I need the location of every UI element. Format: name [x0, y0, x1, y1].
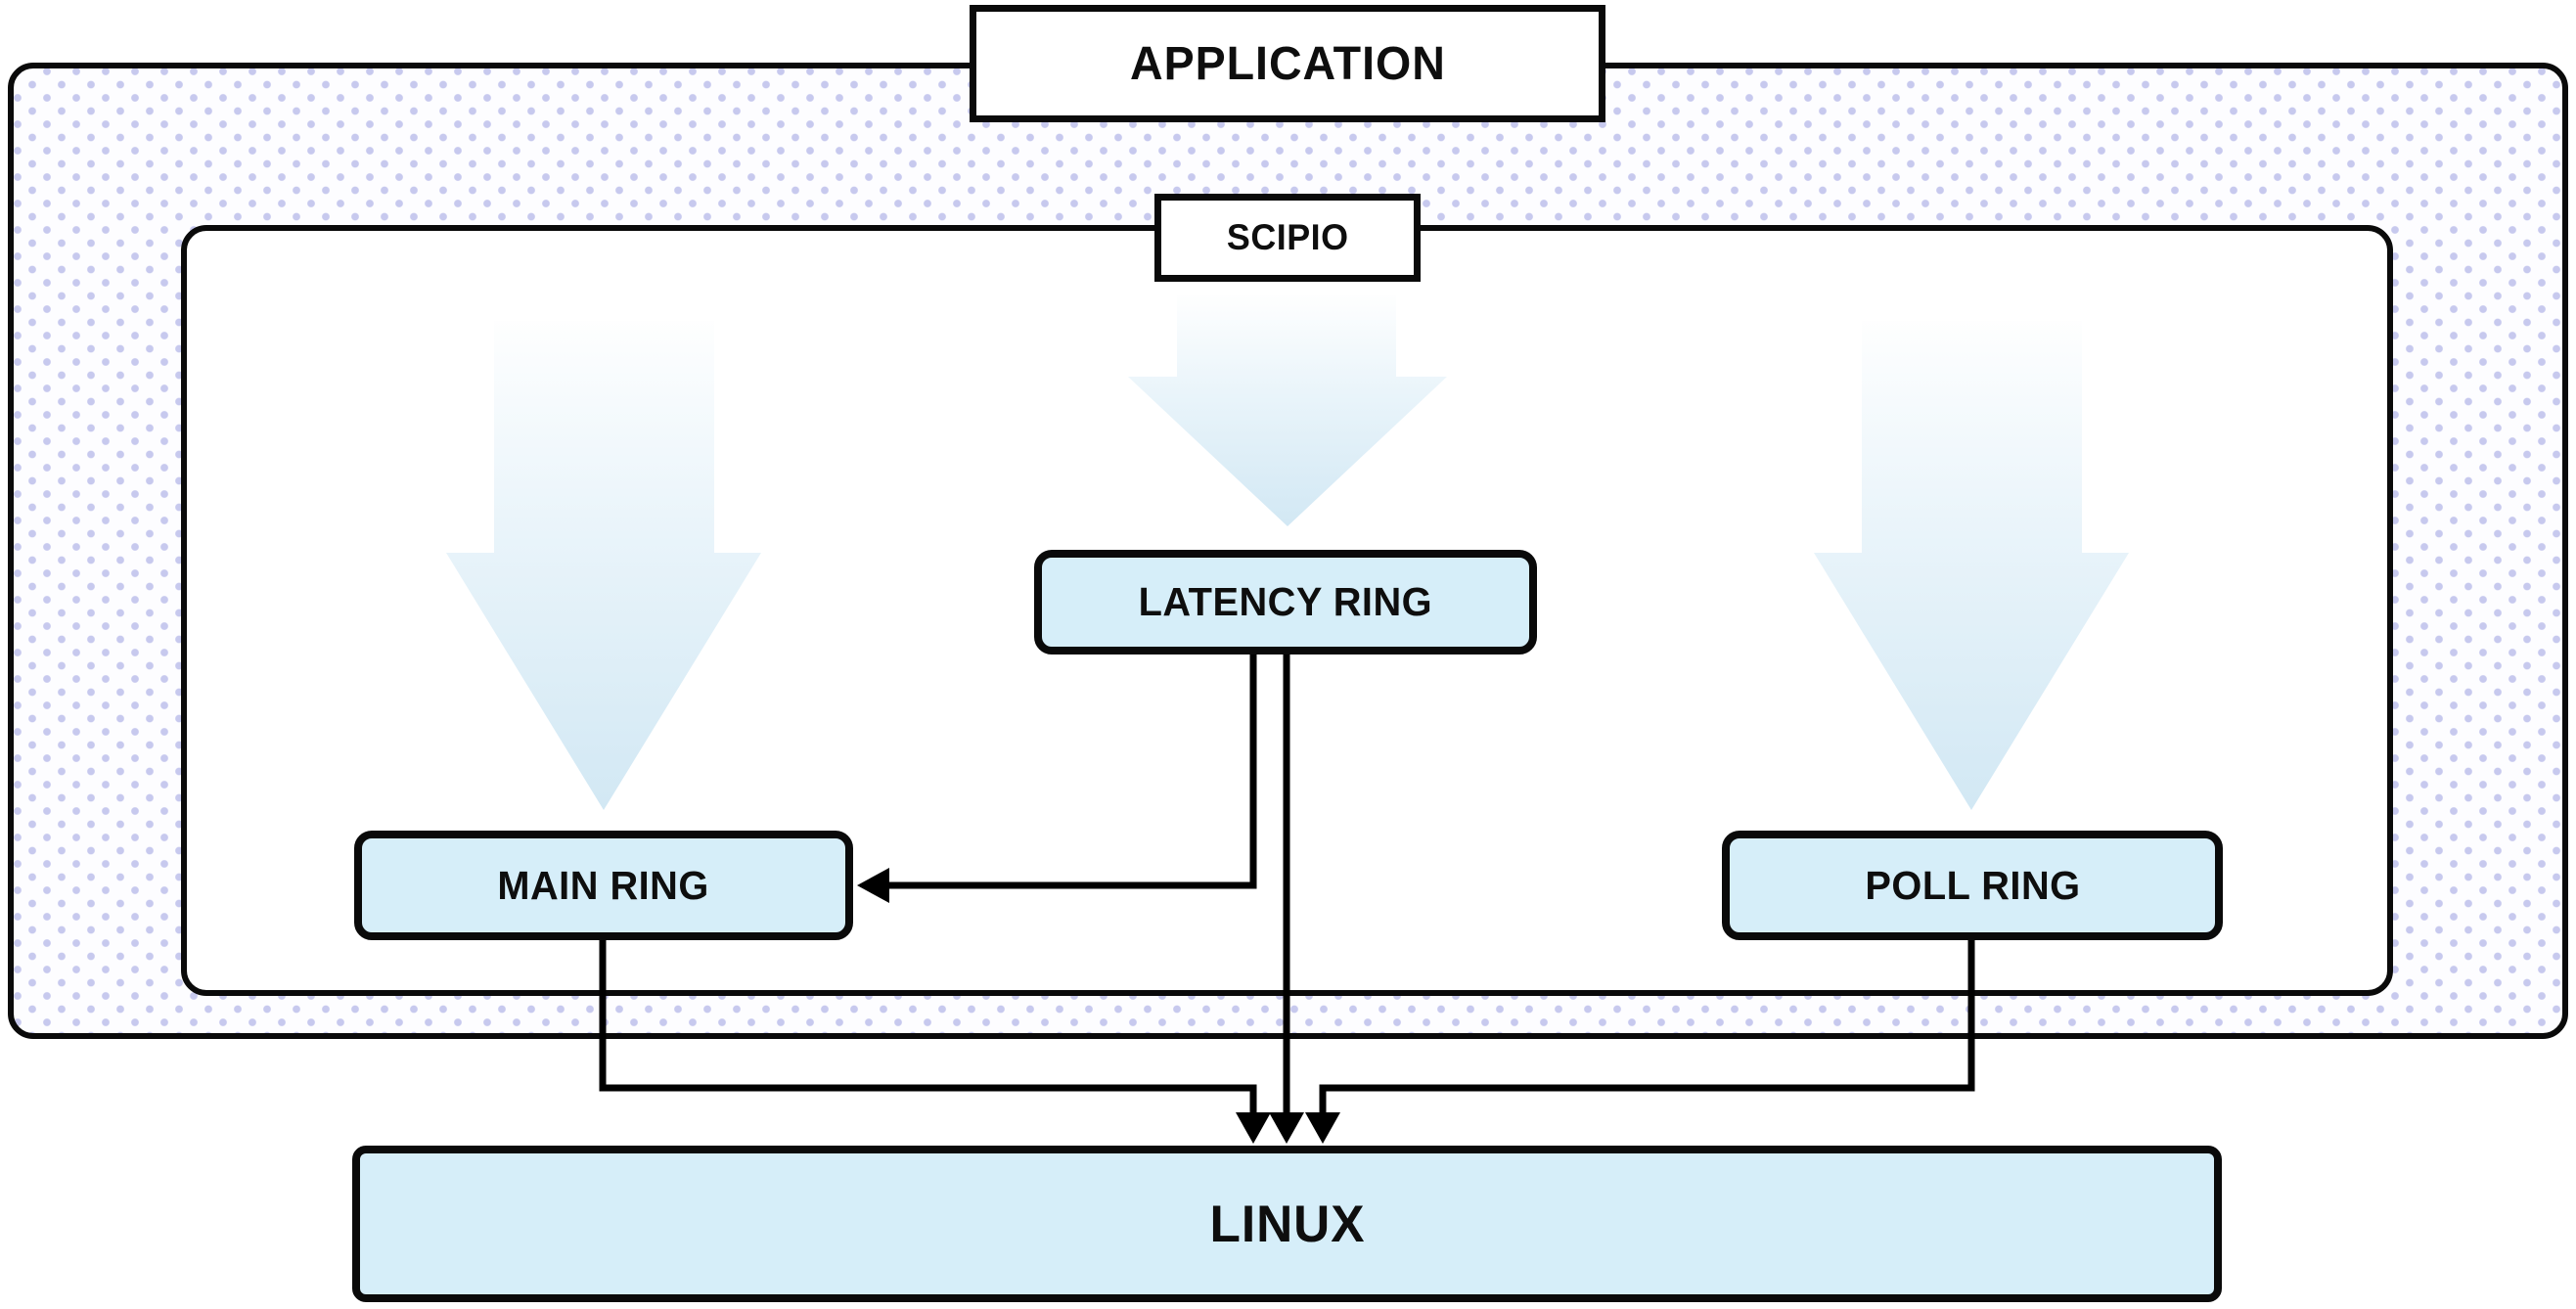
node-latency-ring: LATENCY RING	[1034, 550, 1537, 654]
node-main-ring: MAIN RING	[354, 831, 853, 940]
connector-latency-to-main	[886, 651, 1257, 889]
arrowhead-into-main-ring	[857, 868, 889, 903]
node-poll-ring: POLL RING	[1722, 831, 2223, 940]
node-linux-label: LINUX	[1208, 1195, 1366, 1253]
arrowhead-main-into-linux	[1236, 1112, 1271, 1144]
node-main-ring-label: MAIN RING	[497, 862, 710, 908]
connector-poll-to-linux	[1319, 937, 1975, 1115]
connector-main-to-linux	[599, 937, 1257, 1115]
node-linux: LINUX	[352, 1146, 2222, 1302]
arrowhead-poll-into-linux	[1305, 1112, 1340, 1144]
node-latency-ring-label: LATENCY RING	[1138, 579, 1433, 624]
flow-arrow-scipio-to-latency-ring	[1128, 295, 1447, 526]
node-poll-ring-label: POLL RING	[1864, 862, 2081, 908]
flow-arrow-scipio-to-main-ring	[446, 321, 761, 810]
flow-arrow-scipio-to-poll-ring	[1814, 321, 2129, 810]
node-scipio: SCIPIO	[1154, 194, 1421, 282]
node-application: APPLICATION	[970, 5, 1605, 122]
node-application-label: APPLICATION	[1129, 37, 1446, 90]
arrowhead-latency-into-linux	[1269, 1112, 1304, 1144]
node-scipio-label: SCIPIO	[1226, 217, 1349, 257]
